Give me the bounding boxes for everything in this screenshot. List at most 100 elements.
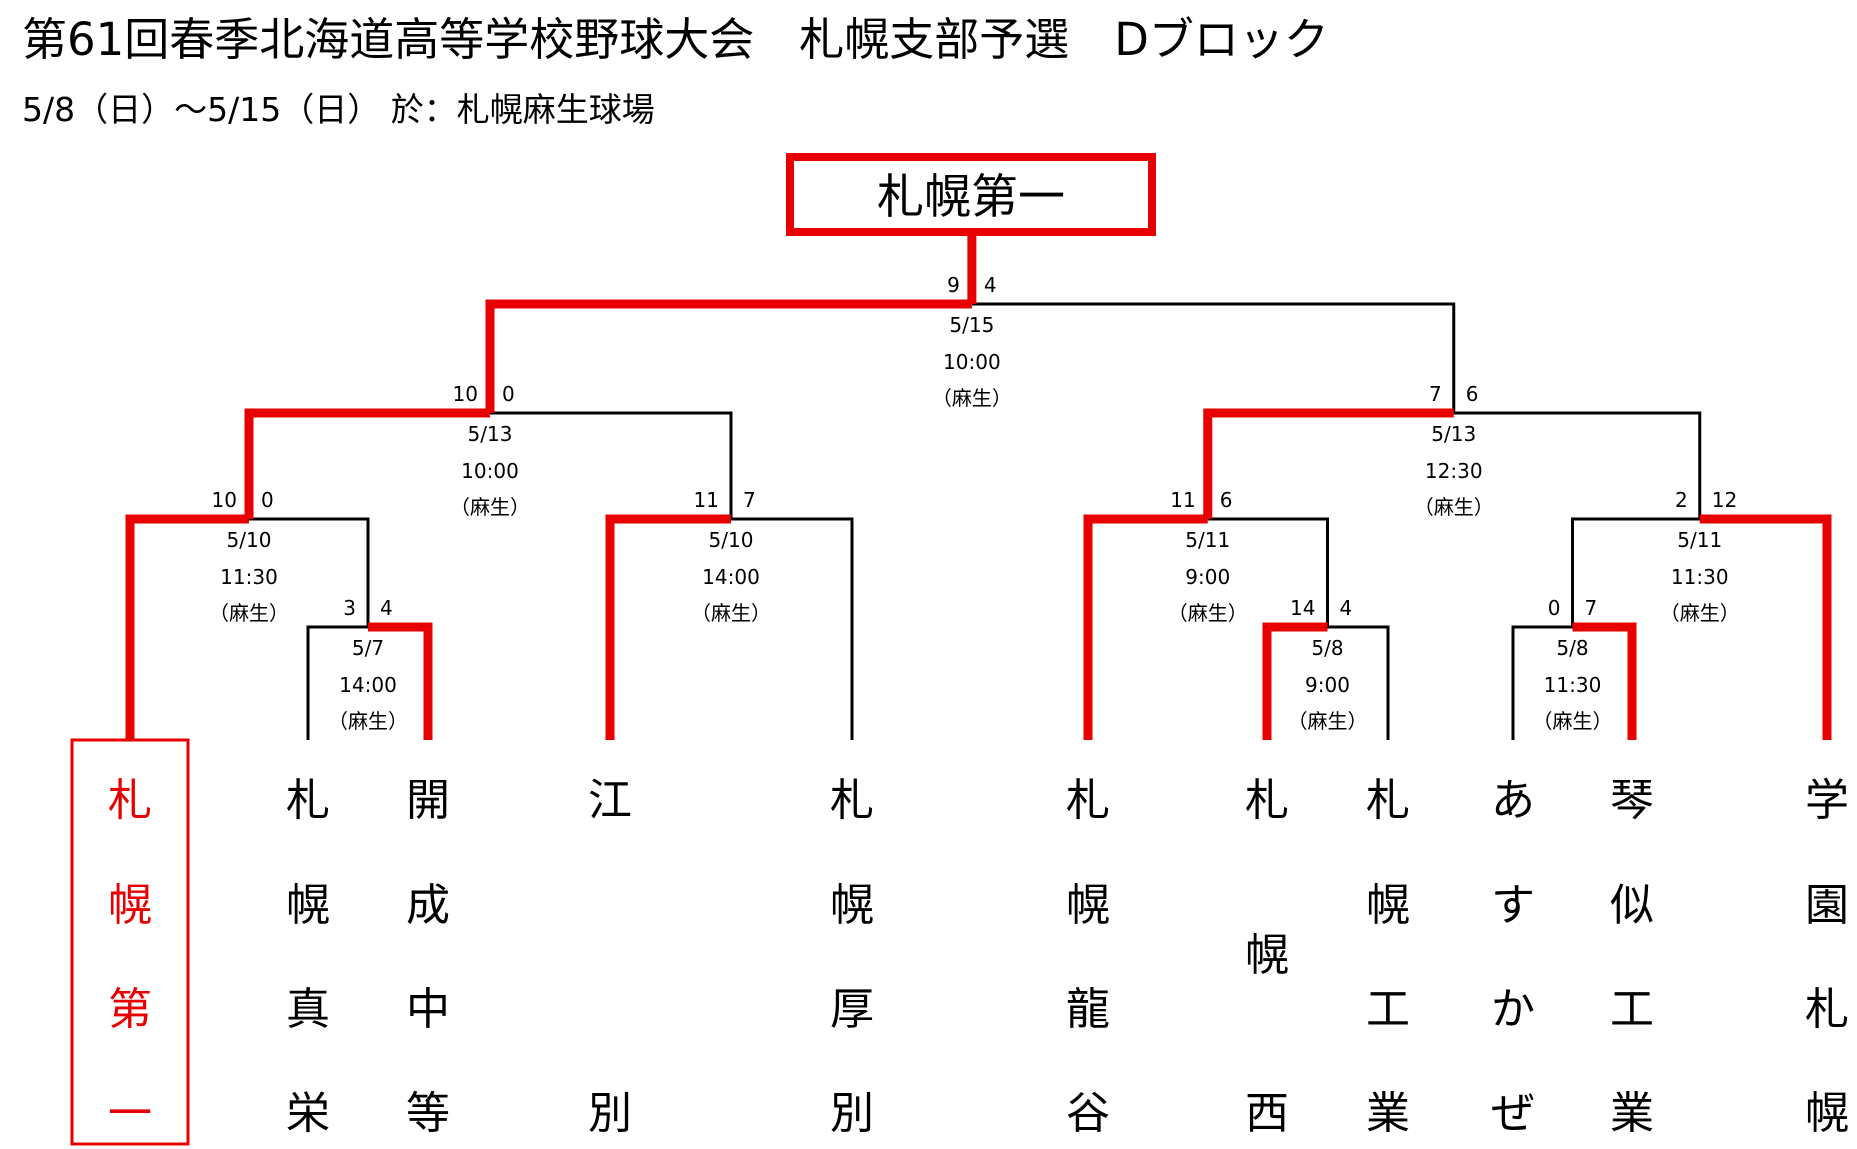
line-r1c-a [1511,625,1573,740]
match-venue-final: （麻生） [932,386,1012,410]
line-r2a-b [249,517,370,627]
team-char: 第 [108,984,152,1035]
team-char: 幌 [1366,880,1410,931]
match-date-r2b: 5/10 [709,528,754,552]
team-char: 札 [286,775,330,826]
team-name: 札幌西 [1245,775,1289,1139]
line-final-a [485,299,972,413]
match-time-r2d: 11:30 [1671,565,1729,589]
team-char: 業 [1366,1088,1410,1139]
match-venue-sfb: （麻生） [1414,495,1494,519]
line-r2b-b [731,517,854,740]
match-time-sfb: 12:30 [1425,459,1483,483]
score-sfa-b: 0 [502,382,515,406]
score-r2a-b: 0 [261,488,274,512]
match-date-r2a: 5/10 [227,528,272,552]
line-r2c-b [1207,517,1329,627]
line-final-b [971,302,1456,413]
score-r2d-a: 2 [1675,488,1688,512]
score-r1a-a: 3 [343,596,356,620]
line-r2d-a [1571,517,1700,627]
team-char: 中 [406,984,450,1035]
line-sfb-a [1203,408,1454,519]
score-final-a: 9 [947,273,960,297]
winner-name-box [70,738,190,1146]
team-char: 別 [830,1088,874,1139]
team-char: す [1491,880,1535,931]
team-char: 厚 [830,984,874,1035]
match-time-r2b: 14:00 [702,565,760,589]
match-date-final: 5/15 [949,313,994,337]
match-venue-sfa: （麻生） [450,495,530,519]
match-time-r1a: 14:00 [339,673,397,697]
match-time-r2a: 11:30 [220,565,278,589]
team-char: 幌 [1066,880,1110,931]
score-r2c-a: 11 [1170,488,1195,512]
team-char: 江 [588,775,632,826]
match-date-r1b: 5/8 [1311,636,1343,660]
team-char: 幌 [830,880,874,931]
line-r1b-b [1327,625,1390,740]
score-sfb-b: 6 [1466,382,1479,406]
match-time-r2c: 9:00 [1185,565,1230,589]
match-time-r1c: 11:30 [1544,673,1602,697]
team-char: 工 [1610,984,1654,1035]
score-r1b-b: 4 [1340,596,1353,620]
team-char: 札 [1805,984,1849,1035]
score-r1b-a: 14 [1290,596,1315,620]
score-sfa-a: 10 [453,382,478,406]
score-sfb-a: 7 [1429,382,1442,406]
page-subtitle: 5/8（日）～5/15（日） 於：札幌麻生球場 [22,90,655,129]
line-sfa-a [244,408,490,519]
team-char: 琴 [1610,775,1654,826]
champion-box: 札幌第一 [786,153,1156,236]
match-date-sfa: 5/13 [468,422,513,446]
score-final-b: 4 [984,273,997,297]
team-char: 札 [1245,775,1289,826]
score-r1c-b: 7 [1585,596,1598,620]
match-time-final: 10:00 [943,350,1001,374]
champion-frame [786,153,1156,236]
match-venue-r2a: （麻生） [209,601,289,625]
score-r2b-a: 11 [694,488,719,512]
line-r2a-a [125,514,249,740]
line-r1a-b [368,622,433,740]
team-char: 幌 [108,880,152,931]
line-r2d-b [1699,514,1832,740]
match-venue-r2c: （麻生） [1168,601,1248,625]
team-char: 札 [108,775,152,826]
team-char: 似 [1610,880,1654,931]
match-venue-r2b: （麻生） [691,601,771,625]
team-char: 幌 [286,880,330,931]
team-char: 園 [1805,880,1849,931]
team-char: 開 [406,775,450,826]
team-char: 栄 [286,1088,330,1139]
team-char: 幌 [1245,930,1289,981]
match-venue-r1b: （麻生） [1288,709,1368,733]
line-sfa-b [490,411,733,519]
team-char: 別 [588,1088,632,1139]
match-date-r1a: 5/7 [352,636,384,660]
team-char: 工 [1366,984,1410,1035]
team-name: 江別 [588,775,632,1139]
team-char: 真 [286,984,330,1035]
match-time-r1b: 9:00 [1305,673,1350,697]
team-char: 学 [1805,775,1849,826]
line-r2b-a [605,514,731,740]
score-r1c-a: 0 [1548,596,1561,620]
team-char: 札 [1066,775,1110,826]
score-r2c-b: 6 [1220,488,1233,512]
line-r1b-a [1262,622,1328,740]
match-venue-r2d: （麻生） [1660,601,1740,625]
score-r2b-b: 7 [743,488,756,512]
bracket-lines-losing [249,302,1702,740]
team-char: ぜ [1491,1088,1535,1139]
match-date-r2c: 5/11 [1185,528,1230,552]
team-char: か [1491,984,1535,1035]
